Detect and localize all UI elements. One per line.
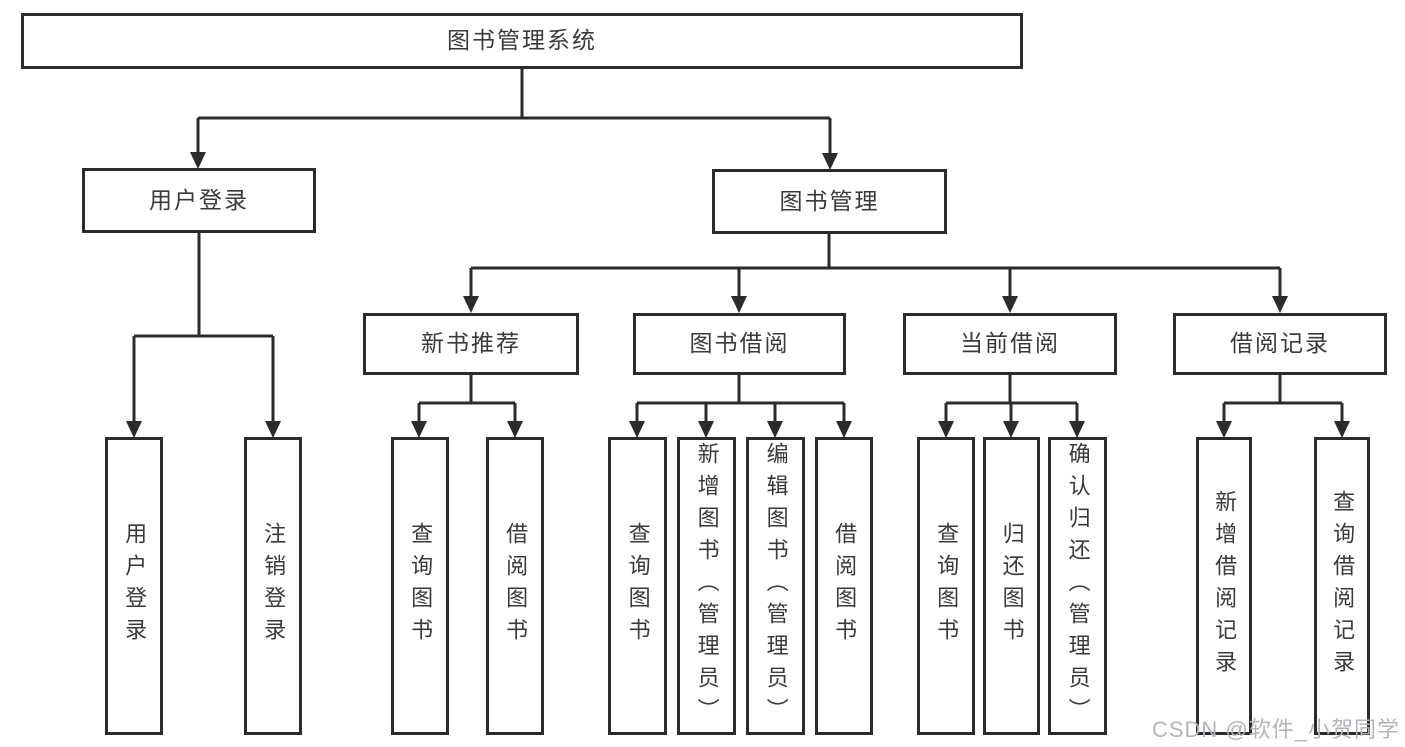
- node-query-borrow-record: 查询借阅记录: [1314, 437, 1370, 735]
- connector-userlogin-to-leaves: [132, 233, 275, 421]
- connector-bookborrow-to-leaves: [635, 375, 846, 421]
- node-library-management-system: 图书管理系统: [21, 13, 1023, 69]
- node-return-book: 归还图书: [983, 437, 1040, 735]
- node-query-books-recommend: 查询图书: [391, 437, 449, 735]
- node-borrow-records: 借阅记录: [1173, 313, 1387, 375]
- node-query-books-borrow: 查询图书: [608, 437, 667, 735]
- node-confirm-return-admin: 确认归还（管理员）: [1048, 437, 1107, 735]
- connector-root-to-level2: [196, 69, 832, 153]
- connector-currentborrow-to-leaves: [944, 375, 1079, 421]
- node-new-book-recommend: 新书推荐: [363, 313, 579, 375]
- node-edit-book-admin: 编辑图书（管理员）: [746, 437, 805, 735]
- node-query-books-current: 查询图书: [917, 437, 975, 735]
- node-user-login: 用户登录: [105, 437, 163, 735]
- node-add-borrow-record: 新增借阅记录: [1196, 437, 1252, 735]
- node-user-login-group: 用户登录: [82, 168, 316, 233]
- node-add-book-admin: 新增图书（管理员）: [677, 437, 736, 735]
- node-book-management: 图书管理: [712, 169, 947, 234]
- watermark: CSDN @软件_小贺同学: [1151, 717, 1400, 742]
- node-book-borrow: 图书借阅: [633, 313, 846, 375]
- node-borrow-books: 借阅图书: [815, 437, 873, 735]
- connector-newbook-to-leaves: [417, 375, 517, 421]
- connector-borrowrecords-to-leaves: [1222, 375, 1344, 421]
- connector-bookmgmt-to-level3: [469, 234, 1282, 297]
- node-borrow-books-recommend: 借阅图书: [486, 437, 544, 735]
- node-logout: 注销登录: [244, 437, 302, 735]
- node-current-borrow: 当前借阅: [903, 313, 1117, 375]
